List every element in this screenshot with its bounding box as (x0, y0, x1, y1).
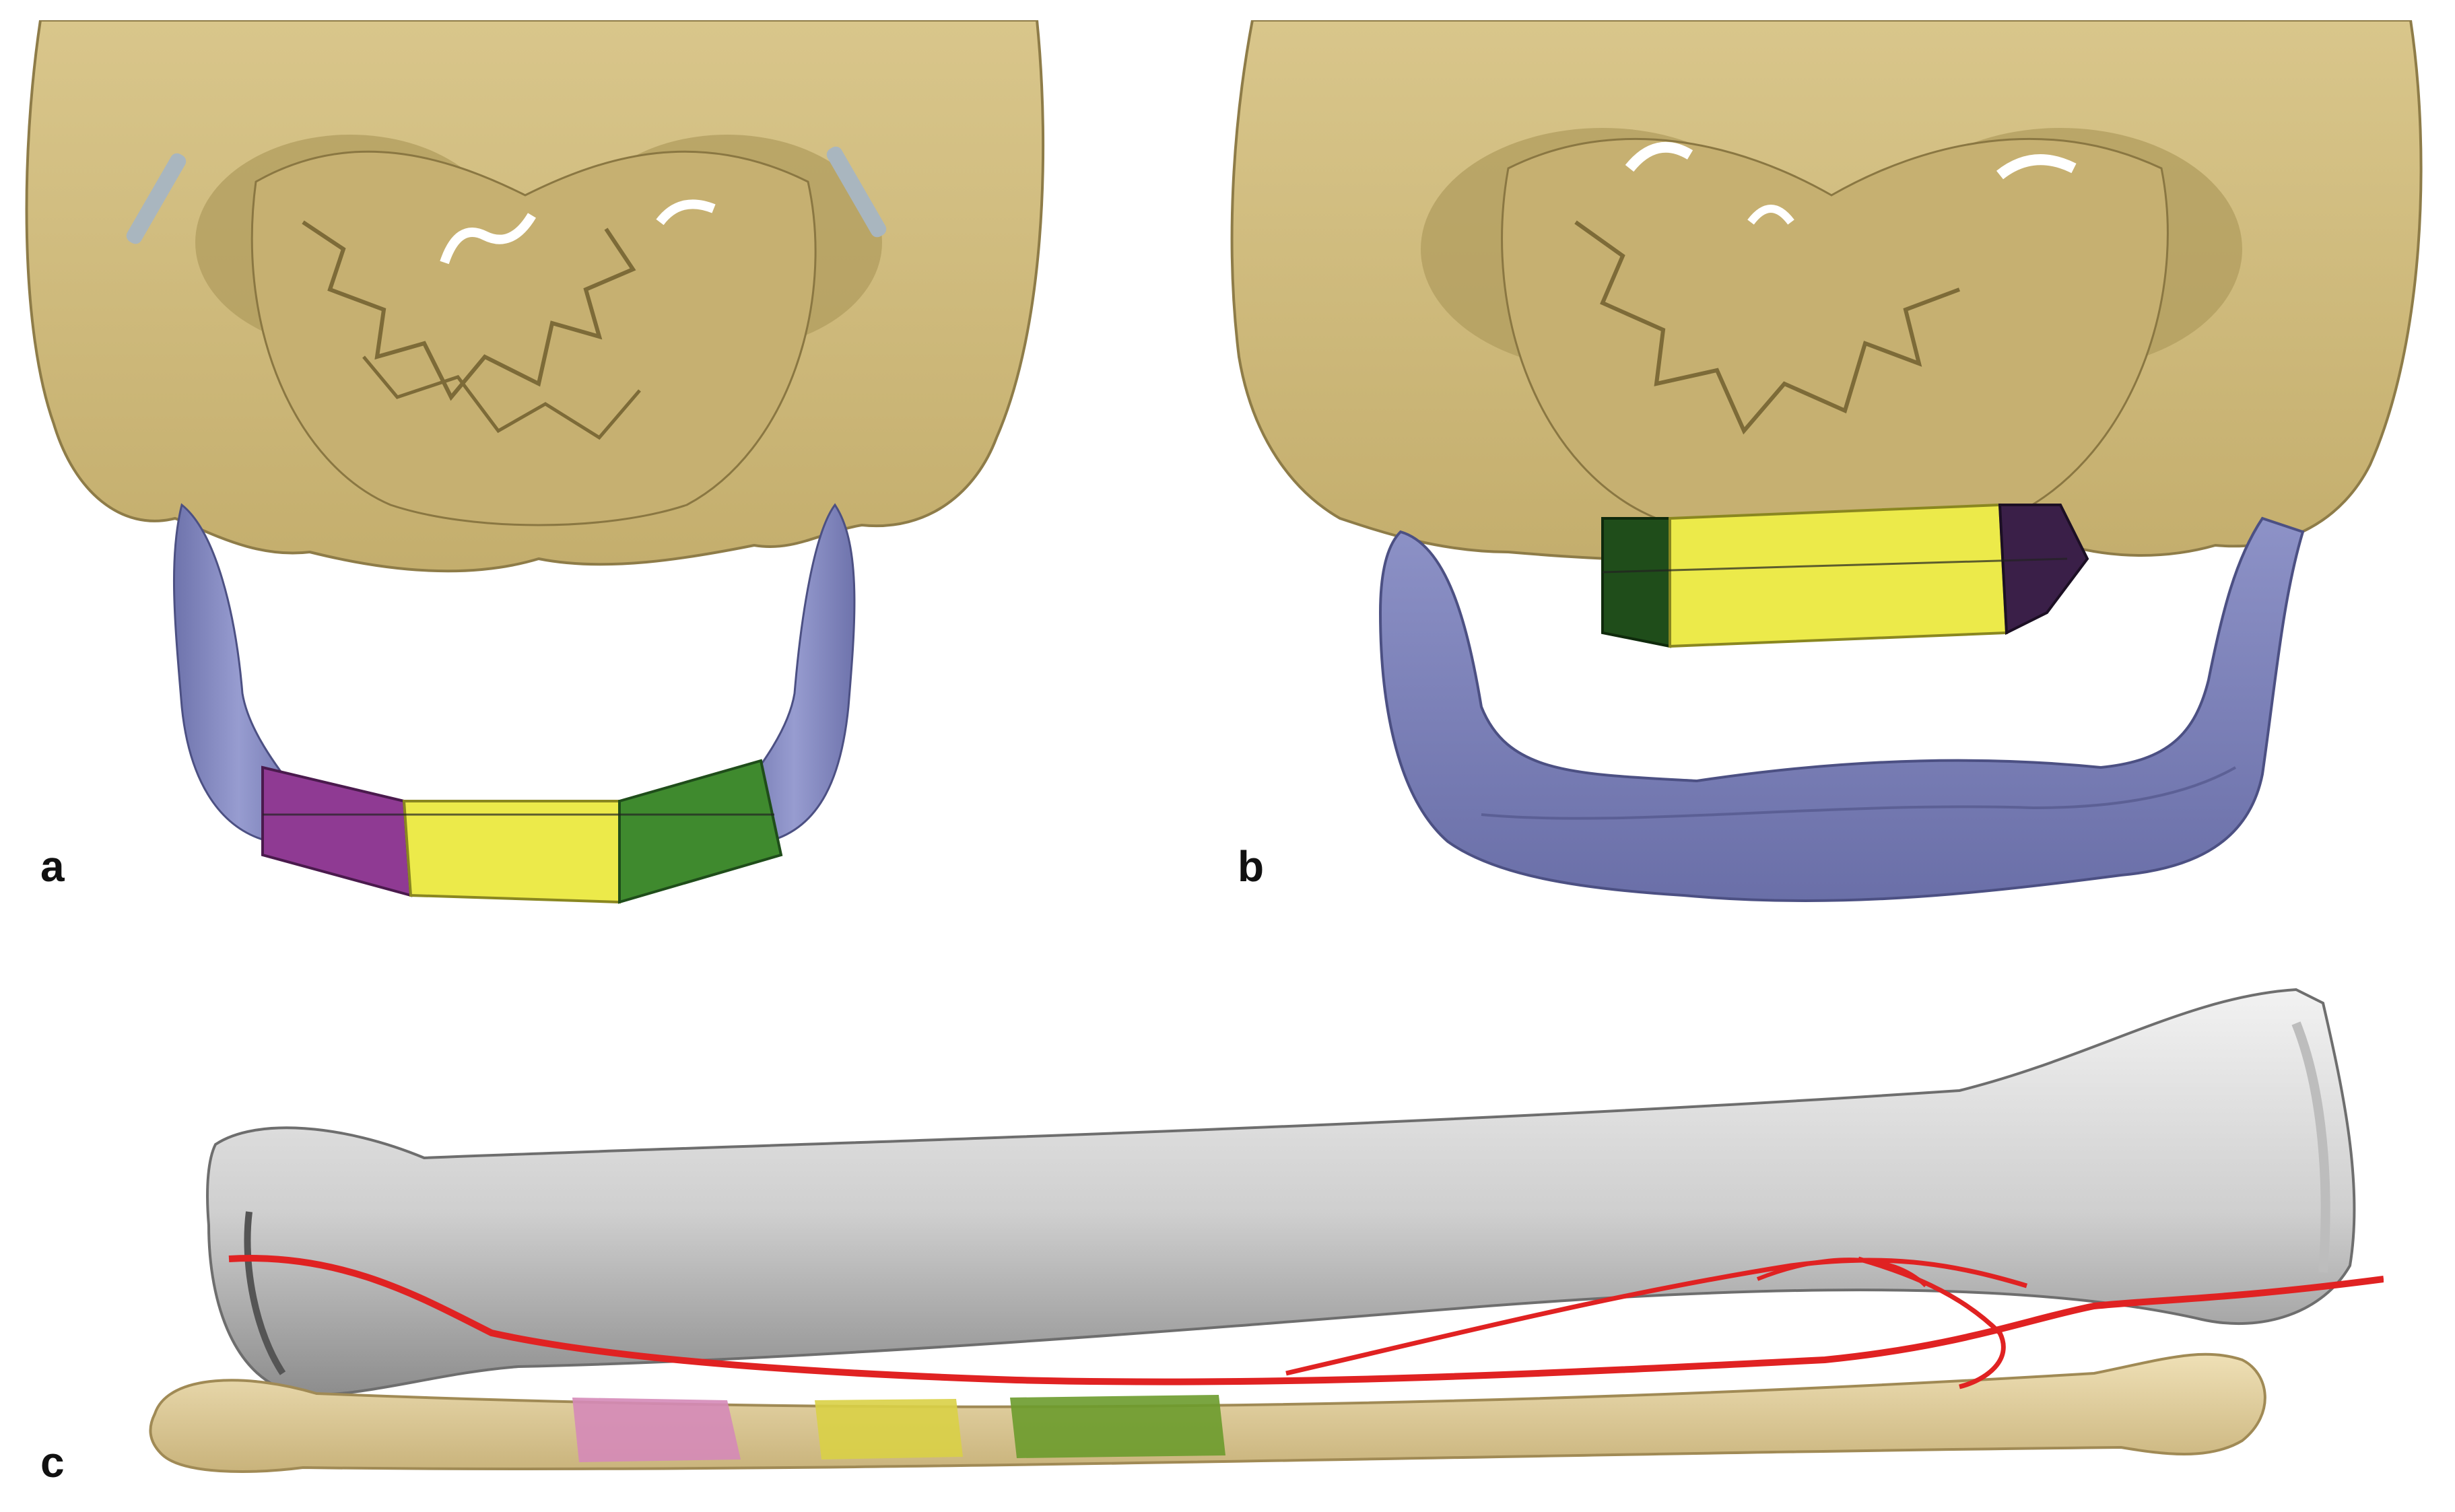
leg-bones-model (149, 988, 2384, 1473)
skull-model-b (1230, 20, 2423, 903)
fibula-segment-pink (572, 1398, 741, 1462)
panel-c-image (141, 983, 2384, 1481)
tibia-bone (206, 988, 2356, 1396)
panel-label-b: b (1238, 842, 1265, 891)
panel-label-a: a (40, 842, 65, 891)
reconstructed-mandible (1378, 516, 2305, 903)
segment-dark-purple (1998, 504, 2089, 635)
segment-yellow (402, 800, 621, 904)
peroneal-artery (228, 1255, 2384, 1385)
panel-b-image (1225, 20, 2437, 916)
segment-dark-green (1601, 517, 1671, 648)
segment-yellow-b (1669, 503, 2009, 648)
fibula-segment-yellow (815, 1399, 963, 1459)
panel-label-c: c (40, 1438, 65, 1486)
segment-purple (261, 765, 413, 897)
panel-a-image (13, 20, 1064, 916)
fibula-segment-green (1010, 1395, 1225, 1458)
segment-green (618, 759, 783, 904)
skull-model-a (25, 20, 1045, 904)
